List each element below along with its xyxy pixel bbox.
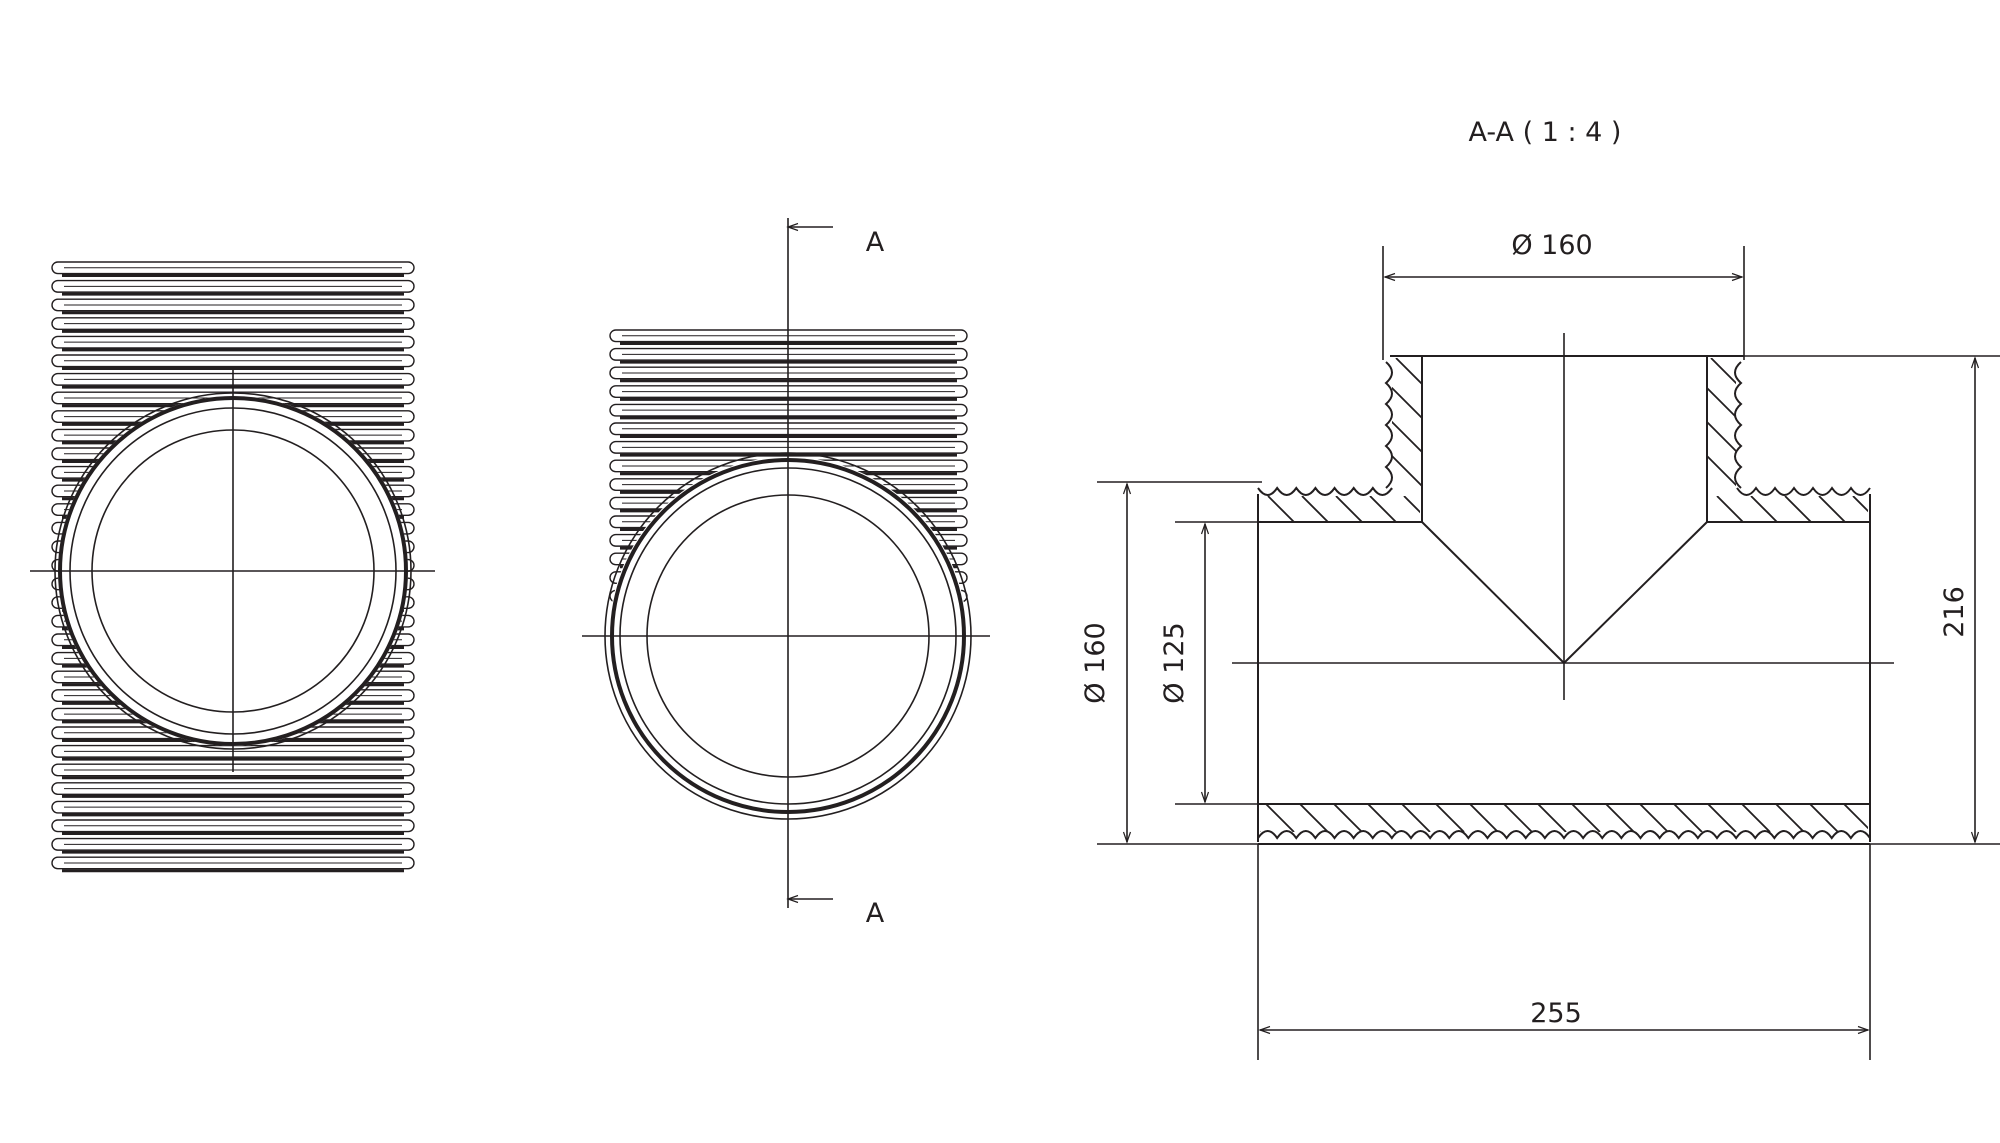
- branch-intersection-left: [1421, 521, 1565, 664]
- hatch-top-left-line: [1335, 496, 1363, 522]
- hatch-bottom-line: [1605, 804, 1635, 832]
- hatch-bottom-line: [1673, 804, 1703, 832]
- section-marker-bottom: A: [866, 898, 885, 929]
- hatch-branch-right-line: [1779, 358, 1911, 490]
- bottom-wave: [1257, 830, 1871, 840]
- branch-intersection-right: [1563, 521, 1708, 664]
- dim-outer-diameter: Ø 160: [1080, 622, 1111, 703]
- hatch-bottom-line: [1469, 804, 1499, 832]
- hatch-branch-left-line: [1392, 488, 1393, 490]
- hatch-bottom-line: [1435, 804, 1465, 832]
- hatch-branch-left-line: [1532, 358, 1664, 490]
- hatch-top-right-line: [1784, 496, 1812, 522]
- hatch-top-right-line: [1750, 496, 1778, 522]
- hatch-top-left-line: [1301, 496, 1329, 522]
- hatch-branch-left-line: [1392, 386, 1422, 420]
- hatch-branch-right-line: [1707, 386, 1736, 419]
- hatch-branch-right-line: [1707, 454, 1736, 487]
- hatch-bottom-line: [1537, 804, 1567, 832]
- hatch-top-right-line: [1852, 496, 1868, 513]
- branch-left-wave: [1384, 361, 1393, 489]
- section-view: A-A ( 1 : 4 ) Ø 160 Ø 160: [1080, 117, 2000, 1060]
- hatch-bottom-line: [1299, 804, 1329, 832]
- hatch-top-right-line: [1709, 520, 1710, 522]
- hatch-bottom-line: [1367, 804, 1397, 832]
- corrugation-profile: [1257, 361, 1871, 840]
- hatch-bottom-line: [1878, 804, 1906, 832]
- hatch-bottom-line: [1707, 804, 1737, 832]
- hatch-bottom-line: [1843, 804, 1868, 830]
- hatch-branch-right-line: [1745, 358, 1877, 490]
- front-view: [30, 261, 435, 873]
- hatch-top-left-line: [1403, 496, 1420, 514]
- hatch-bottom-line: [1741, 804, 1771, 832]
- hatch-branch-right-line: [1813, 358, 1945, 490]
- dim-total-length: 255: [1530, 998, 1582, 1029]
- hatch-bottom-line: [1401, 804, 1431, 832]
- hatch-bottom-line: [1333, 804, 1363, 832]
- dim-branch-diameter: Ø 160: [1511, 230, 1592, 261]
- hatch-bottom-line: [1265, 804, 1295, 832]
- hatch-branch-right-line: [1847, 358, 1979, 490]
- dim-inner-diameter: Ø 125: [1159, 622, 1190, 703]
- section-marker-top: A: [866, 227, 885, 258]
- hatch-branch-right: [1707, 358, 1979, 490]
- hatch-top-left-line: [1438, 496, 1464, 522]
- hatch-top-right-line: [1716, 496, 1744, 522]
- hatch-bottom-line: [1639, 804, 1669, 832]
- hatch-top-left-line: [1267, 496, 1295, 522]
- side-view: A A: [582, 218, 990, 929]
- hatch-branch-left-line: [1392, 420, 1422, 454]
- hatch-branch-right-line: [1710, 358, 1736, 385]
- dim-total-height: 216: [1939, 586, 1970, 638]
- hatch-top-right-line: [1818, 496, 1846, 522]
- hatch-branch-right-line: [1707, 420, 1736, 453]
- hatch-branch-left-line: [1395, 358, 1422, 386]
- section-title: A-A ( 1 : 4 ): [1469, 117, 1622, 148]
- hatch-bottom-line: [1260, 830, 1261, 832]
- hatch-top-right: [1709, 496, 1913, 522]
- hatch-top-left-line: [1260, 520, 1261, 522]
- hatch-bottom-line: [1775, 804, 1805, 832]
- top-right-wave: [1736, 486, 1871, 496]
- branch-right-wave: [1734, 361, 1743, 489]
- hatch-branch-right-line: [1707, 488, 1708, 490]
- hatch-bottom: [1260, 804, 1906, 832]
- hatch-branch-left-line: [1430, 358, 1562, 490]
- hatch-top-right-line: [1887, 496, 1913, 522]
- hatch-top-left-line: [1369, 496, 1397, 522]
- hatch-bottom-line: [1503, 804, 1533, 832]
- section-hatching: [1260, 358, 1979, 832]
- hatch-branch-left-line: [1392, 454, 1422, 488]
- hatch-top-left: [1260, 496, 1464, 522]
- hatch-bottom-line: [1809, 804, 1839, 832]
- hatch-branch-left: [1392, 358, 1664, 490]
- top-left-wave: [1257, 486, 1393, 496]
- hatch-branch-left-line: [1464, 358, 1596, 490]
- hatch-bottom-line: [1571, 804, 1601, 832]
